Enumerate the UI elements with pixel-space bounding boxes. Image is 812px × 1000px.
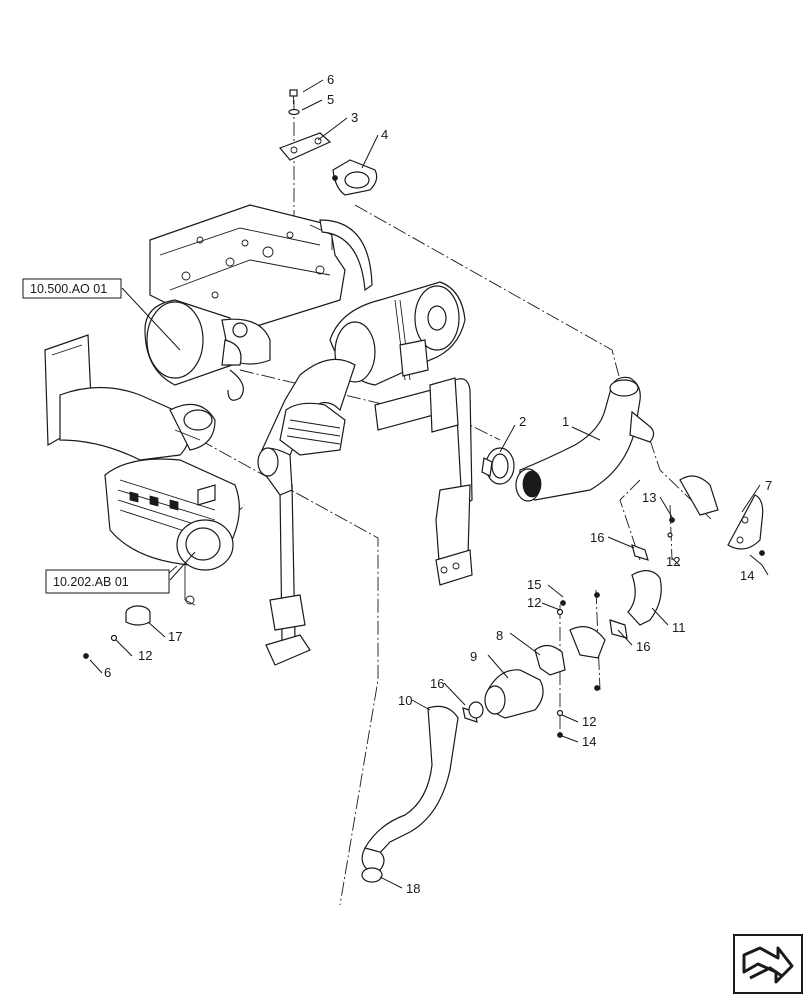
callout-labels: 6 5 3 4 1 2 7 13 16 12 14 15 12 11 8 16 … (104, 72, 772, 896)
callout-5: 5 (327, 92, 334, 107)
callout-13: 13 (642, 490, 656, 505)
leader-lines (89, 79, 769, 889)
callout-16-lower: 16 (430, 676, 444, 691)
part-5-washer (288, 108, 300, 116)
callout-12-lower: 12 (582, 714, 596, 729)
reference-label: 10.202.AB 01 (53, 575, 129, 589)
air-filter-canister (104, 458, 240, 606)
callout-9: 9 (470, 649, 477, 664)
exhaust-downpipe (257, 358, 356, 496)
callout-14-right: 14 (740, 568, 754, 583)
callout-15: 15 (527, 577, 541, 592)
part-9-filter (468, 669, 544, 719)
part-1-exhaust-elbow (515, 376, 655, 502)
callout-6-top: 6 (327, 72, 334, 87)
part-3-bracket (278, 132, 332, 161)
part-4-clamp-bracket (332, 159, 378, 196)
part-2-band-clamp (481, 447, 515, 485)
callout-8: 8 (496, 628, 503, 643)
part-17-clamp (125, 605, 151, 626)
callout-18: 18 (406, 881, 420, 896)
next-page-arrow-icon[interactable] (733, 934, 803, 994)
callout-1: 1 (562, 414, 569, 429)
callout-10: 10 (398, 693, 412, 708)
callout-16-right: 16 (636, 639, 650, 654)
callout-11: 11 (672, 620, 686, 635)
callout-2: 2 (519, 414, 526, 429)
reference-10-500-ao-01[interactable]: 10.500.AO 01 (22, 278, 122, 299)
engine-mounting-plate (149, 204, 373, 331)
muffler (329, 281, 466, 433)
reference-10-202-ab-01[interactable]: 10.202.AB 01 (45, 569, 170, 594)
callout-3: 3 (351, 110, 358, 125)
callout-7: 7 (765, 478, 772, 493)
callout-12-left: 12 (138, 648, 152, 663)
part-10-hose (361, 705, 459, 871)
part-18-clamp (361, 867, 383, 883)
callout-14-lower: 14 (582, 734, 596, 749)
callout-16-upper: 16 (590, 530, 604, 545)
callout-4: 4 (381, 127, 388, 142)
part-11-hose (627, 570, 662, 626)
callout-17: 17 (168, 629, 182, 644)
part-6-bolt (289, 89, 298, 104)
part-7-mounting-plate (727, 494, 764, 550)
reference-label: 10.500.AO 01 (30, 282, 107, 296)
intake-tube (59, 386, 216, 461)
callout-12-mid: 12 (527, 595, 541, 610)
part-13-bracket (669, 475, 719, 523)
callout-6-left: 6 (104, 665, 111, 680)
exhaust-support-frame (265, 378, 473, 666)
part-8-clamp (534, 626, 606, 676)
fasteners (83, 532, 765, 738)
air-cleaner-housing (144, 299, 271, 401)
callout-12-right: 12 (666, 554, 680, 569)
